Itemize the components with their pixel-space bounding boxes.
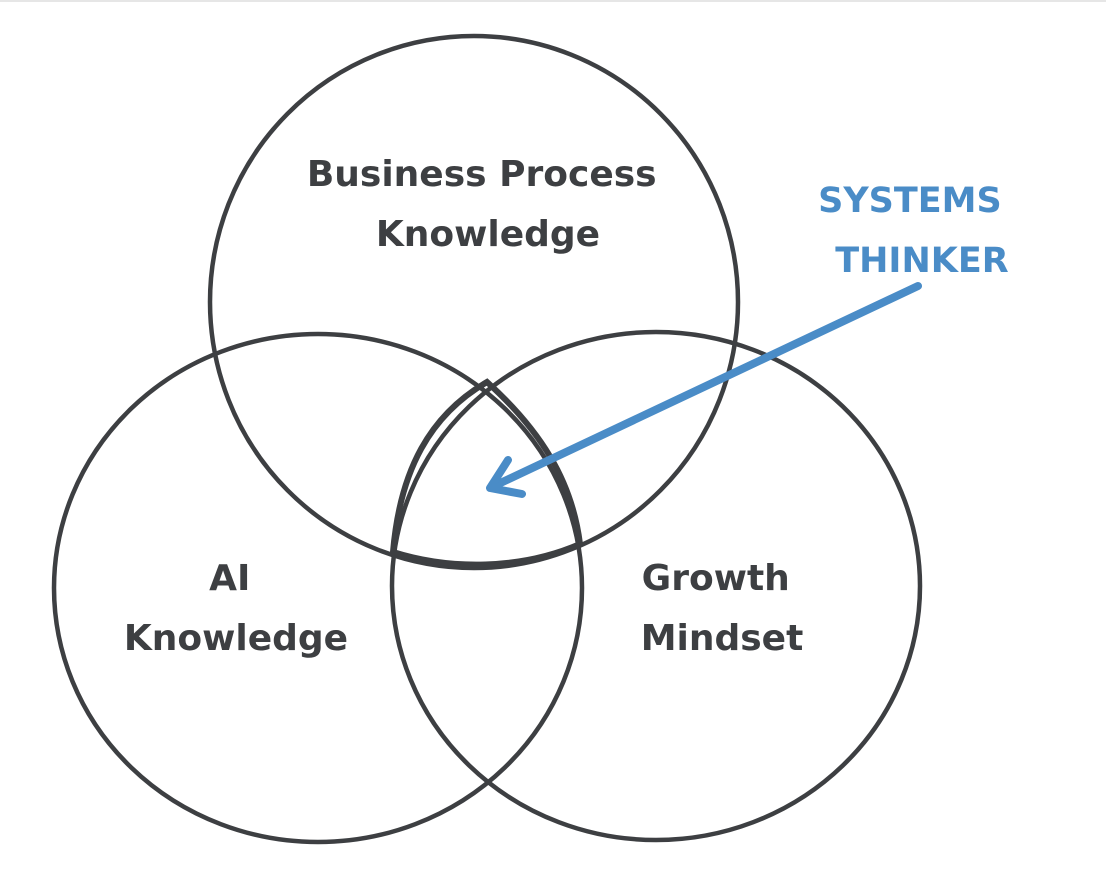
business-process-label: Business Process Knowledge: [307, 154, 669, 255]
callout-arrow-shaft: [490, 282, 922, 490]
systems-thinker-label-line2: THINKER: [835, 241, 1009, 281]
growth-mindset-label-line2: Mindset: [641, 618, 804, 659]
center-intersection-outline: [389, 378, 584, 568]
business-process-label-line2: Knowledge: [376, 214, 600, 255]
systems-thinker-label-line1: SYSTEMS: [818, 181, 1002, 221]
business-process-circle: [207, 33, 741, 571]
growth-mindset-label: Growth Mindset: [641, 558, 804, 659]
ai-knowledge-label-line2: Knowledge: [124, 618, 348, 659]
business-process-label-line1: Business Process: [307, 154, 657, 195]
systems-thinker-label: SYSTEMS THINKER: [818, 181, 1014, 281]
ai-knowledge-label: AI Knowledge: [124, 558, 348, 659]
callout-arrow-head: [486, 456, 526, 498]
growth-mindset-label-line1: Growth: [642, 558, 790, 599]
ai-knowledge-label-line1: AI: [209, 558, 250, 599]
growth-mindset-circle: [389, 329, 923, 843]
ai-knowledge-circle: [51, 331, 585, 845]
